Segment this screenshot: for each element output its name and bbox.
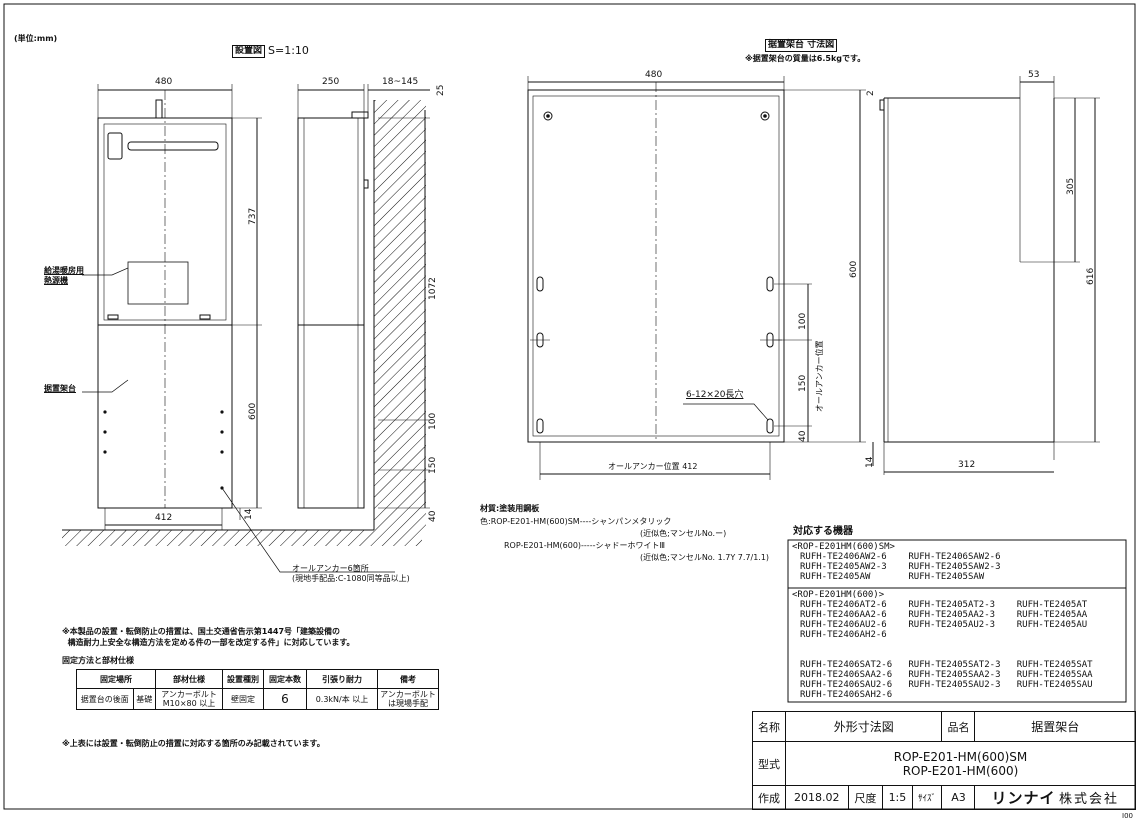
- color-sm-ref: (近似色;マンセルNo.ー): [640, 529, 727, 538]
- table-footnote: ※上表には設置・転倒防止の措置に対応する箇所のみ記載されています。: [62, 739, 325, 748]
- method-title: 固定方法と部材仕様: [62, 656, 134, 665]
- title-block: 名称 外形寸法図 品名 据置架台 型式 ROP-E201-HM(600)SM R…: [752, 711, 1136, 810]
- stand-dim-14: 14: [865, 456, 875, 468]
- tb-made-label: 作成: [752, 785, 786, 810]
- tb-date: 2018.02: [785, 785, 849, 810]
- side-dim-53: 53: [1028, 70, 1040, 80]
- spec-cell-remarks: アンカーボルト は現場手配: [377, 688, 439, 710]
- side-dim-312: 312: [958, 460, 976, 470]
- tb-name-label: 名称: [752, 711, 786, 742]
- stand-dim-height: 600: [849, 260, 859, 278]
- dim-height-total: 1072: [428, 277, 438, 300]
- side-dim-616: 616: [1086, 267, 1096, 285]
- install-scale: S=1:10: [268, 44, 309, 57]
- stand-title: 据置架台 寸法図: [765, 39, 838, 52]
- tb-model-value: ROP-E201-HM(600)SM ROP-E201-HM(600): [785, 741, 1136, 786]
- tb-size-label: ｻｲｽﾞ: [911, 785, 943, 810]
- stand-mass-note: ※据置架台の質量は6.5kgです。: [745, 54, 866, 63]
- spec-header-count: 固定本数: [263, 669, 307, 689]
- stand-dim-anchor: オールアンカー位置 412: [608, 462, 698, 471]
- dim-width-bottom: 412: [155, 513, 173, 523]
- anchor-note: オールアンカー6箇所 (現地手配品:C-1080同等品以上): [292, 564, 410, 583]
- tb-product-label: 品名: [941, 711, 976, 742]
- standard-note: ※本製品の設置・転倒防止の措置は、国土交通省告示第1447号「建築設備の 構造耐…: [62, 627, 355, 647]
- dim-gap-top: 25: [436, 84, 446, 96]
- tb-product-value: 据置架台: [974, 711, 1136, 742]
- tb-model-label: 型式: [752, 741, 786, 786]
- stand-front-view: [527, 76, 866, 480]
- compat-group2-list: RUFH-TE2406AT2-6 RUFH-TE2405AT2-3 RUFH-T…: [800, 600, 1093, 700]
- spec-header-part: 部材仕様: [155, 669, 223, 689]
- color-std: ROP-E201-HM(600)-----シャドーホワイトⅢ: [504, 541, 665, 550]
- compat-group1-list: RUFH-TE2406AW2-6 RUFH-TE2406SAW2-6 RUFH-…: [800, 552, 1001, 582]
- dim-width-top: 480: [155, 77, 173, 87]
- spec-cell-count: 6: [263, 688, 307, 710]
- compat-group2-box: [787, 587, 1127, 703]
- spec-cell-type: 壁固定: [222, 688, 264, 710]
- table-row: 据置台の後面 基礎 アンカーボルト M10×80 以上 壁固定 6 0.3kN/…: [76, 688, 439, 710]
- stand-dim-150: 150: [798, 374, 808, 392]
- slot-label: 6-12×20長穴: [686, 390, 744, 400]
- spec-cell-base: 基礎: [132, 688, 157, 710]
- stand-dim-40: 40: [798, 430, 808, 442]
- color-std-ref: (近似色;マンセルNo. 1.7Y 7.7/1.1): [640, 553, 770, 562]
- dim-40: 40: [428, 510, 438, 522]
- stand-side-outline: [297, 324, 365, 509]
- side-dim-305: 305: [1066, 177, 1076, 195]
- dim-14: 14: [244, 508, 254, 520]
- company-suffix: 株式会社: [1058, 792, 1119, 807]
- tb-size-value: A3: [941, 785, 976, 810]
- install-front-view: [97, 84, 262, 530]
- color-sm: 色:ROP-E201-HM(600)SM----シャンパンメタリック: [480, 517, 672, 526]
- tb-scale-label: 尺度: [847, 785, 884, 810]
- dim-height-heater: 737: [248, 207, 258, 225]
- tb-company: リンナイ 株式会社: [974, 785, 1136, 810]
- sheet-border: [3, 3, 1136, 810]
- compat-title: 対応する機器: [793, 526, 853, 537]
- spec-cell-strength: 0.3kN/本 以上: [306, 688, 378, 710]
- dim-100: 100: [428, 412, 438, 430]
- stand-dim-2: 2: [866, 90, 876, 96]
- tb-name-value: 外形寸法図: [784, 711, 943, 742]
- tb-model-line-1: ROP-E201-HM(600)SM: [893, 749, 1028, 764]
- install-title: 設置図: [232, 45, 266, 58]
- dim-depth: 250: [322, 77, 340, 87]
- compat-group1-head: <ROP-E201HM(600)SM>: [792, 542, 895, 552]
- stand-dim-width: 480: [645, 70, 663, 80]
- stand-anchor-vertical: オールアンカー位置: [815, 340, 824, 412]
- heater-label: 給湯暖房用 熱源機: [44, 266, 84, 285]
- spec-header-strength: 引張り耐力: [306, 669, 378, 689]
- tb-scale-value: 1:5: [882, 785, 913, 810]
- unit-label: (単位:mm): [14, 34, 58, 43]
- stand-dim-100: 100: [798, 312, 808, 330]
- spec-header-type: 設置種別: [222, 669, 264, 689]
- dim-clearance: 18~145: [382, 77, 419, 87]
- material-note: 材質:塗装用鋼板: [480, 504, 540, 513]
- stand-side-view: [872, 76, 1100, 475]
- spec-header-remarks: 備考: [377, 669, 439, 689]
- spec-table-header: 固定場所 部材仕様 設置種別 固定本数 引張り耐力 備考: [76, 669, 439, 689]
- spec-cell-part: アンカーボルト M10×80 以上: [155, 688, 223, 710]
- dim-150: 150: [428, 456, 438, 474]
- page-code: I00: [1122, 812, 1133, 820]
- compat-group2-head: <ROP-E201HM(600)>: [792, 590, 885, 600]
- spec-table: 固定場所 部材仕様 設置種別 固定本数 引張り耐力 備考 据置台の後面 基礎 ア…: [76, 669, 439, 710]
- spec-header-location: 固定場所: [76, 669, 156, 689]
- install-side-view: [297, 84, 430, 530]
- spec-cell-location: 据置台の後面: [76, 688, 134, 710]
- stand-label: 据置架台: [44, 384, 76, 393]
- tb-model-line-2: ROP-E201-HM(600): [902, 763, 1019, 778]
- heater-side-outline: [297, 117, 365, 326]
- brand-logo: リンナイ: [991, 789, 1056, 807]
- dim-height-stand: 600: [248, 402, 258, 420]
